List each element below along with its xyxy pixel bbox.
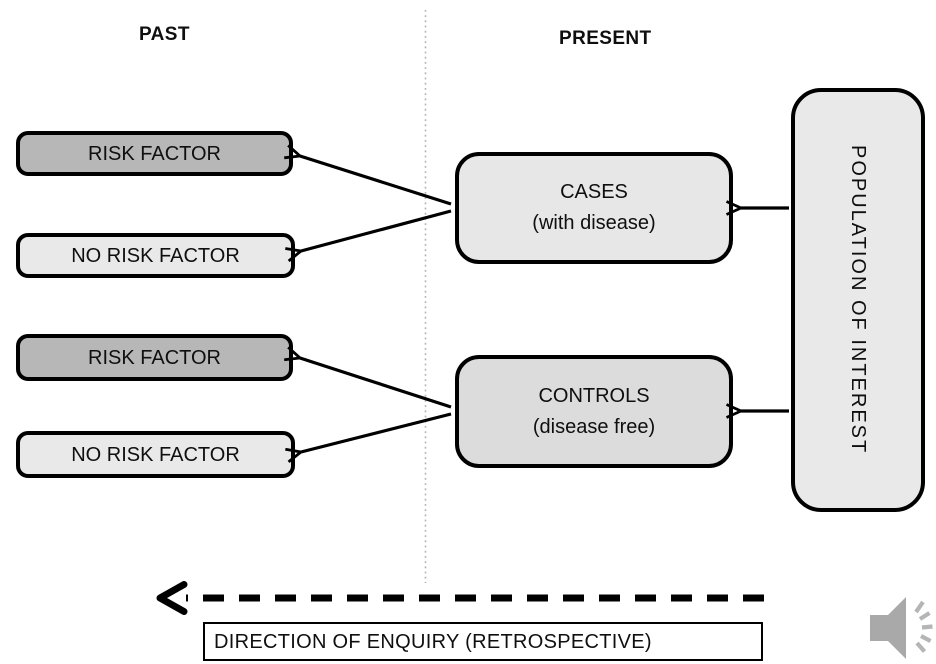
speaker-icon-sound-waves xyxy=(914,600,933,653)
no-risk-factor-label: NO RISK FACTOR xyxy=(71,244,240,267)
no-risk-factor-box-bottom: NO RISK FACTOR xyxy=(16,431,295,478)
no-risk-factor-label: NO RISK FACTOR xyxy=(71,443,240,466)
speaker-icon-body xyxy=(870,597,906,659)
risk-factor-label: RISK FACTOR xyxy=(88,346,221,369)
controls-box: CONTROLS (disease free) xyxy=(455,355,733,468)
arrow-controls-to-no-risk-factor xyxy=(301,412,452,452)
present-column-header: PRESENT xyxy=(559,28,652,49)
controls-title: CONTROLS xyxy=(538,384,650,407)
cases-subtitle: (with disease) xyxy=(532,212,656,234)
speaker-icon[interactable] xyxy=(870,597,933,659)
population-label: POPULATION OF INTEREST xyxy=(847,145,869,455)
cases-title: CASES xyxy=(560,181,628,203)
controls-subtitle: (disease free) xyxy=(532,415,656,438)
no-risk-factor-box-top: NO RISK FACTOR xyxy=(16,233,295,278)
cases-box: CASES (with disease) xyxy=(455,152,733,264)
risk-factor-box-bottom: RISK FACTOR xyxy=(16,334,293,381)
arrow-controls-to-risk-factor xyxy=(300,358,452,409)
past-column-header: PAST xyxy=(139,24,190,45)
direction-label: DIRECTION OF ENQUIRY (RETROSPECTIVE) xyxy=(214,630,652,653)
risk-factor-box-top: RISK FACTOR xyxy=(16,131,293,176)
direction-of-enquiry-box: DIRECTION OF ENQUIRY (RETROSPECTIVE) xyxy=(203,622,763,661)
arrow-cases-to-risk-factor xyxy=(300,156,452,206)
arrow-cases-to-no-risk-factor xyxy=(301,209,452,251)
direction-of-enquiry-arrowhead xyxy=(156,581,188,615)
population-of-interest-box: POPULATION OF INTEREST xyxy=(791,88,925,512)
risk-factor-label: RISK FACTOR xyxy=(88,142,221,165)
